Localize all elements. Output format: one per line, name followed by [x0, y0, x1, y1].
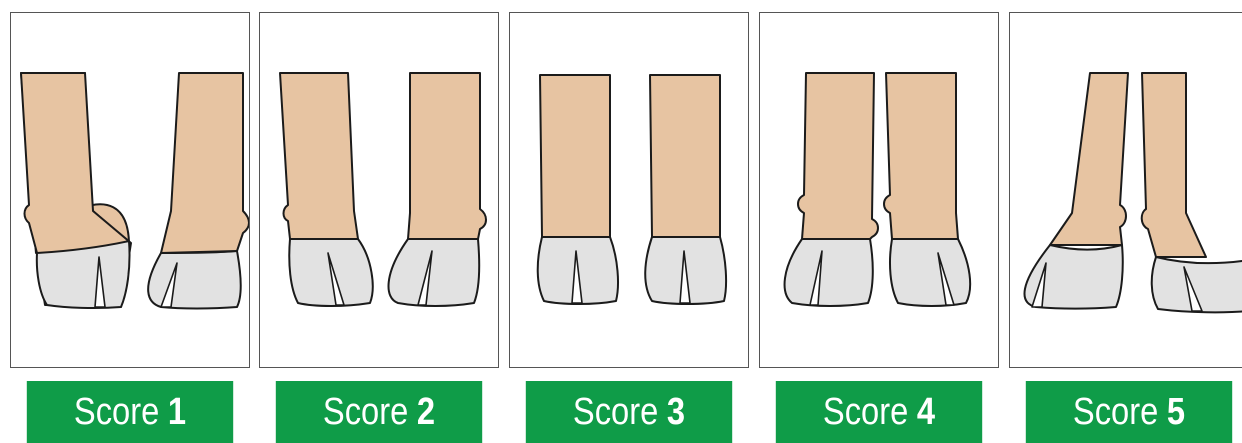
right-leg	[650, 75, 720, 237]
panel-score-4	[759, 12, 999, 368]
score-word: Score	[323, 391, 408, 434]
right-leg	[1142, 73, 1206, 257]
right-hoof	[1152, 257, 1242, 312]
score-number: 1	[168, 391, 186, 434]
score-number: 5	[1167, 391, 1185, 434]
score-label-1: Score 1	[27, 381, 233, 443]
left-leg	[280, 73, 358, 239]
left-hoof	[1024, 245, 1122, 309]
legs-illustration-score-4	[760, 13, 999, 368]
legs-illustration-score-2	[260, 13, 499, 368]
right-hoof	[389, 239, 480, 306]
score-label-4: Score 4	[776, 381, 982, 443]
right-leg	[408, 73, 486, 239]
score-number: 4	[917, 391, 935, 434]
score-number: 2	[417, 391, 435, 434]
right-hoof	[645, 237, 726, 304]
left-hoof	[289, 239, 372, 306]
score-label-2: Score 2	[276, 381, 482, 443]
left-hoof	[538, 237, 618, 304]
panel-score-1	[10, 12, 250, 368]
left-hoof	[785, 239, 873, 306]
panel-score-3	[509, 12, 749, 368]
panel-score-5	[1009, 12, 1242, 368]
left-leg	[798, 73, 878, 239]
legs-illustration-score-5	[1010, 13, 1242, 368]
left-leg	[540, 75, 610, 237]
legs-illustration-score-3	[510, 13, 749, 368]
score-word: Score	[74, 391, 159, 434]
score-word: Score	[573, 391, 658, 434]
score-word: Score	[823, 391, 908, 434]
legs-illustration-score-1	[11, 13, 250, 368]
score-label-5: Score 5	[1026, 381, 1232, 443]
right-leg	[161, 73, 249, 253]
left-leg	[1050, 73, 1128, 245]
right-leg	[884, 73, 958, 239]
score-word: Score	[1073, 391, 1158, 434]
right-hoof	[148, 251, 241, 309]
panel-score-2	[259, 12, 499, 368]
right-hoof	[890, 239, 970, 306]
score-label-3: Score 3	[526, 381, 732, 443]
score-number: 3	[667, 391, 685, 434]
